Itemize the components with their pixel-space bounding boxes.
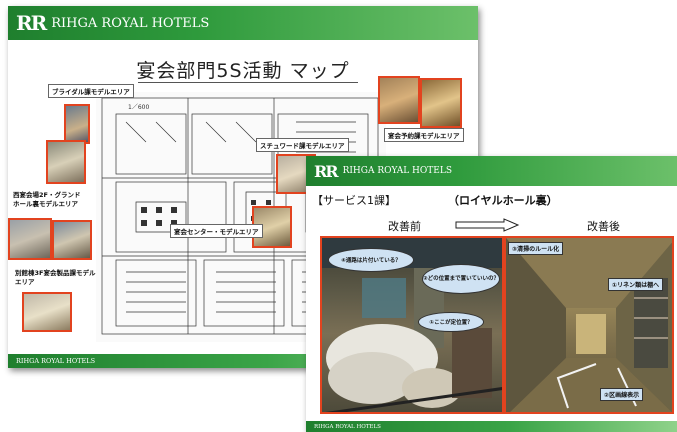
callout-hall-center: 宴会センター・モデルエリア	[170, 224, 263, 238]
slide-header: RR RIHGA ROYAL HOTELS	[306, 156, 677, 186]
title-underline	[138, 82, 358, 83]
question-bubble: ②どの位置まで置いていいの？	[422, 264, 500, 294]
question-bubble: ①ここが定位置？	[418, 312, 484, 332]
hotel-brand-name: RIHGA ROYAL HOTELS	[51, 15, 210, 31]
improvement-tag: ①リネン類は棚へ	[608, 278, 664, 291]
area-photo	[52, 220, 92, 260]
area-photo	[22, 292, 72, 332]
hotel-logo-mark: RR	[314, 161, 339, 181]
after-photo-scene	[506, 238, 672, 412]
after-photo: ③清掃のルール化 ①リネン類は棚へ ②区画線表示	[504, 236, 674, 414]
section-label: 【サービス1課】	[312, 194, 396, 207]
slide-footer: RIHGA ROYAL HOTELS	[306, 421, 677, 432]
improvement-tag: ③清掃のルール化	[508, 242, 564, 255]
after-label: 改善後	[587, 220, 620, 233]
before-after-slide: RR RIHGA ROYAL HOTELS 【サービス1課】 （ロイヤルホール裏…	[306, 156, 677, 432]
callout-steward: スチュワード課モデルエリア	[256, 138, 349, 152]
before-label: 改善前	[388, 220, 421, 233]
area-photo	[46, 140, 86, 184]
callout-grand-hall: 西宴会場2F・グランドホール裏モデルエリア	[13, 191, 81, 208]
callout-banquet-sales: 宴会予約課モデルエリア	[384, 128, 464, 142]
area-photo	[8, 218, 52, 260]
before-photo: ④通路は片付いている？ ②どの位置まで置いていいの？ ①ここが定位置？	[320, 236, 504, 414]
question-bubble: ④通路は片付いている？	[328, 248, 414, 272]
hotel-brand-name: RIHGA ROYAL HOTELS	[342, 166, 452, 176]
area-photo	[64, 104, 90, 144]
callout-bridal: ブライダル課モデルエリア	[48, 84, 134, 98]
improvement-tag: ②区画線表示	[600, 388, 644, 401]
area-photo	[420, 78, 462, 128]
location-label: （ロイヤルホール裏）	[448, 194, 558, 207]
hotel-logo-mark: RR	[16, 11, 47, 35]
right-arrow-icon	[455, 218, 520, 232]
slide-header: RR RIHGA ROYAL HOTELS	[8, 6, 478, 40]
area-photo	[378, 76, 420, 124]
slide-title: 宴会部門5S活動 マップ	[136, 60, 350, 82]
callout-annex: 別館棟3F宴会製品課モデルエリア	[15, 269, 96, 286]
map-scale: 1／600	[128, 104, 150, 111]
